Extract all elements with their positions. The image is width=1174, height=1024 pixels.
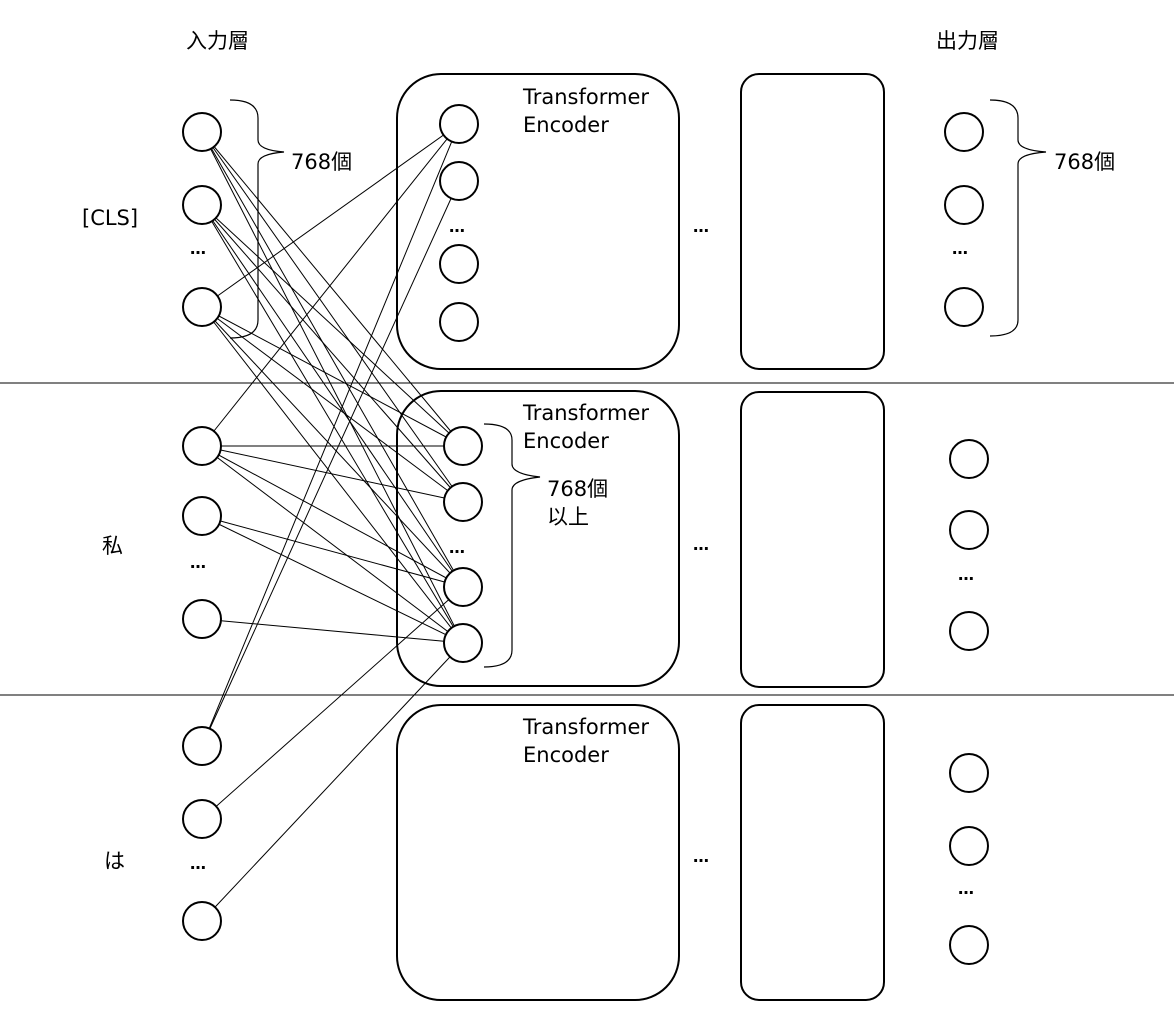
connection-line xyxy=(201,642,464,922)
encoder-box xyxy=(396,704,680,1001)
connection-line xyxy=(201,204,464,644)
connection-line xyxy=(201,306,464,447)
encoder-title: Encoder xyxy=(523,743,609,767)
output-node xyxy=(949,439,989,479)
input-node xyxy=(182,185,222,225)
connection-line xyxy=(201,515,464,644)
output-ellipsis: … xyxy=(952,239,968,258)
encoder-node xyxy=(443,567,483,607)
connection-line xyxy=(201,131,464,644)
encoder-node xyxy=(443,482,483,522)
output-node xyxy=(944,287,984,327)
encoder-size-label: 以上 xyxy=(547,505,589,529)
output-node xyxy=(944,112,984,152)
input-layer-header: 入力層 xyxy=(186,29,249,53)
stack-ellipsis: … xyxy=(693,217,709,236)
connection-line xyxy=(201,204,464,447)
output-size-brace xyxy=(989,99,1047,337)
connection-line xyxy=(201,306,464,503)
input-ellipsis: … xyxy=(190,239,206,258)
connection-line xyxy=(201,131,464,447)
output-ellipsis: … xyxy=(958,565,974,584)
encoder-title: Transformer xyxy=(522,715,649,739)
token-label-cls: [CLS] xyxy=(82,206,138,230)
encoder-title: Transformer xyxy=(522,401,649,425)
input-size-brace xyxy=(229,99,285,339)
encoder-node xyxy=(439,104,479,144)
stacked-encoder-box xyxy=(740,704,885,1001)
stacked-encoder-box xyxy=(740,73,885,370)
encoder-node xyxy=(439,302,479,342)
connection-line xyxy=(201,123,460,747)
connection-line xyxy=(201,123,460,447)
encoder-node xyxy=(443,623,483,663)
connection-line xyxy=(201,306,464,644)
encoder-node xyxy=(439,244,479,284)
input-size-label: 768個 xyxy=(291,150,352,174)
output-node xyxy=(949,611,989,651)
output-layer-header: 出力層 xyxy=(936,29,999,53)
output-node xyxy=(944,185,984,225)
input-ellipsis: … xyxy=(190,553,206,572)
output-node xyxy=(949,753,989,793)
input-node xyxy=(182,426,222,466)
connection-line xyxy=(201,445,464,644)
connection-lines xyxy=(201,123,464,922)
connection-line xyxy=(201,586,464,820)
stack-ellipsis: … xyxy=(693,535,709,554)
encoder-node-ellipsis: … xyxy=(449,538,465,557)
token-label-watashi: 私 xyxy=(102,534,123,558)
output-node xyxy=(949,925,989,965)
token-label-wa: は xyxy=(104,849,125,873)
connection-line xyxy=(201,180,460,747)
connection-line xyxy=(201,123,460,308)
output-node xyxy=(949,826,989,866)
encoder-size-label: 768個 xyxy=(547,477,608,501)
output-ellipsis: … xyxy=(958,879,974,898)
encoder-node-ellipsis: … xyxy=(449,217,465,236)
connection-line xyxy=(201,515,464,588)
nodes xyxy=(182,104,989,965)
stacked-encoder-box xyxy=(740,391,885,688)
encoder-title: Transformer xyxy=(522,85,649,109)
connection-line xyxy=(201,131,464,588)
input-node xyxy=(182,726,222,766)
input-node xyxy=(182,496,222,536)
encoder-box xyxy=(396,73,680,370)
input-node xyxy=(182,112,222,152)
connection-line xyxy=(201,618,464,644)
input-node xyxy=(182,287,222,327)
input-node xyxy=(182,599,222,639)
output-size-label: 768個 xyxy=(1054,150,1115,174)
encoder-title: Encoder xyxy=(523,429,609,453)
input-ellipsis: … xyxy=(190,854,206,873)
encoder-box xyxy=(396,390,680,687)
encoder-size-brace xyxy=(483,423,541,668)
encoder-node xyxy=(439,161,479,201)
encoder-title: Encoder xyxy=(523,113,609,137)
connection-line xyxy=(201,204,464,588)
connection-line xyxy=(201,131,464,503)
input-node xyxy=(182,799,222,839)
connection-line xyxy=(201,306,464,588)
connection-line xyxy=(201,204,464,503)
encoder-node xyxy=(443,426,483,466)
connection-line xyxy=(201,445,464,503)
connection-line xyxy=(201,445,464,588)
input-node xyxy=(182,901,222,941)
output-node xyxy=(949,510,989,550)
stack-ellipsis: … xyxy=(693,847,709,866)
